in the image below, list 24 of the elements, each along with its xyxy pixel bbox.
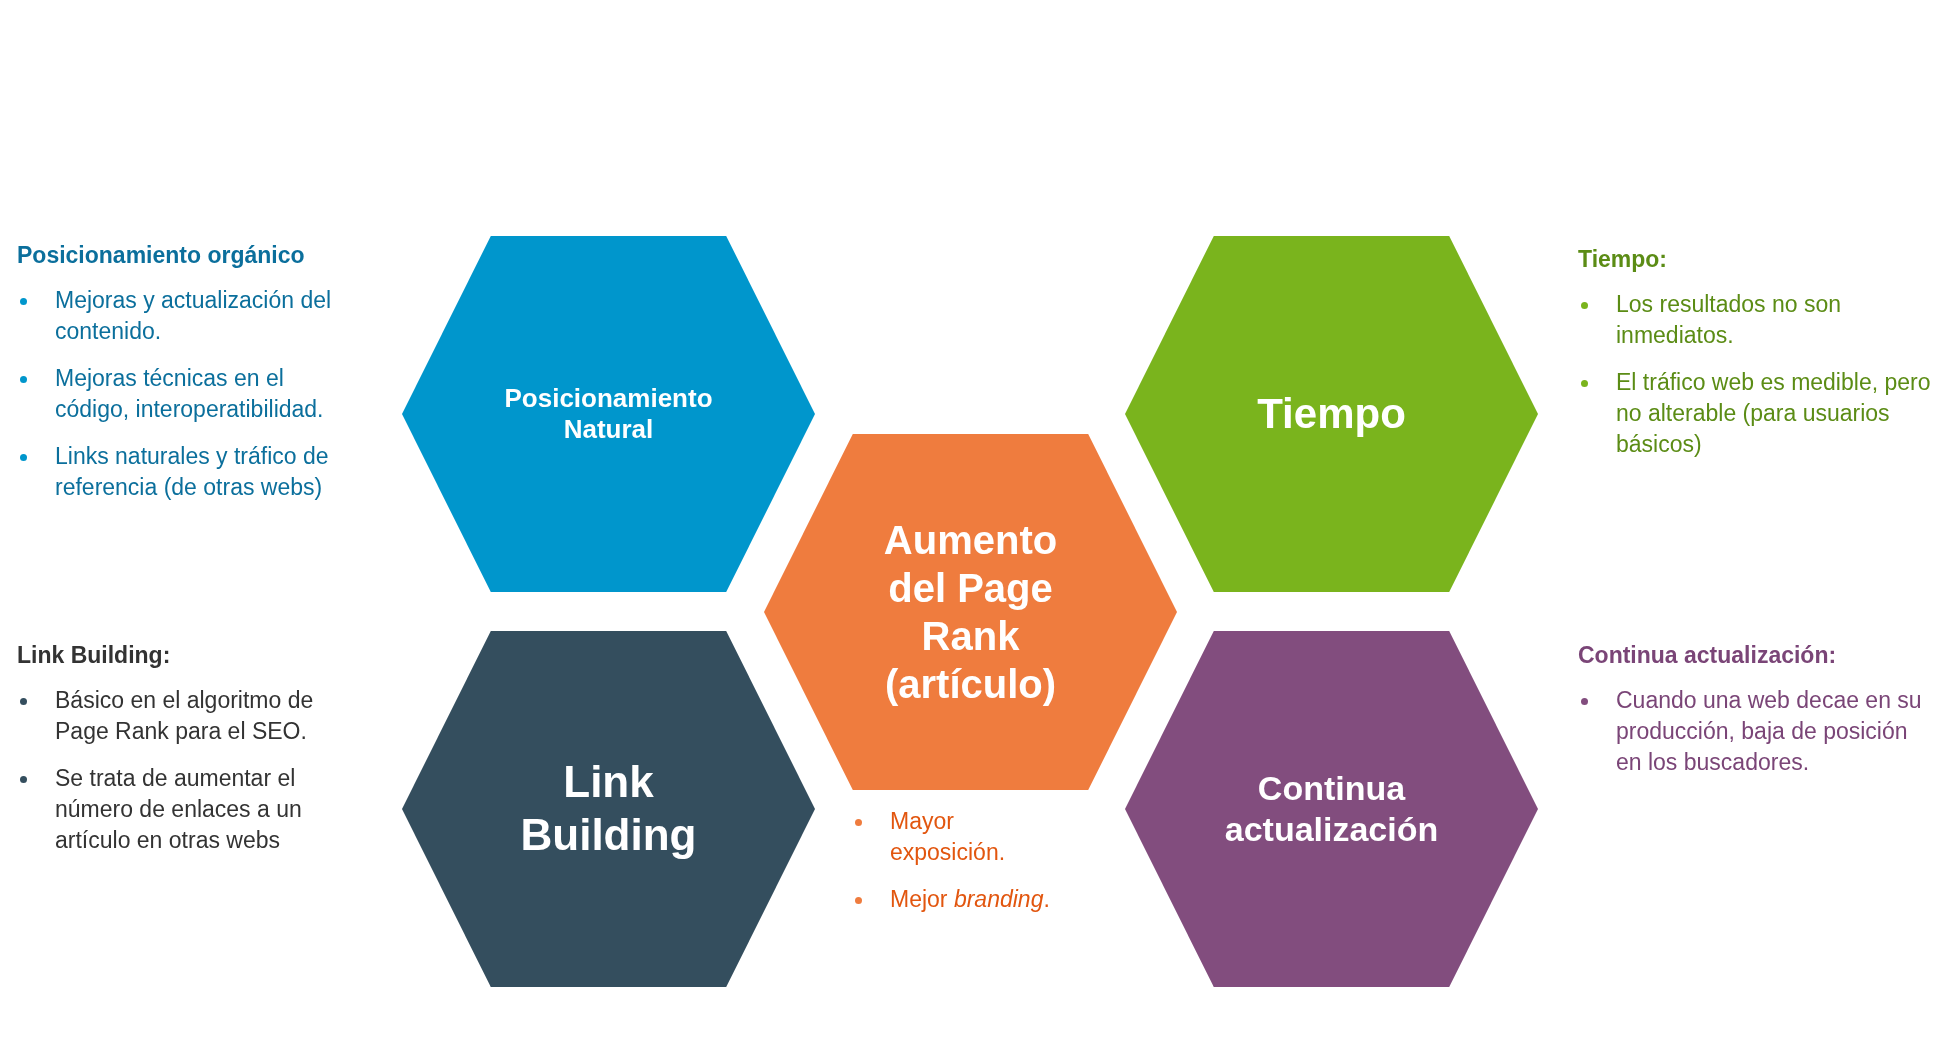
bullet-text: Los resultados no son inmediatos. — [1616, 290, 1843, 350]
hexagon-label: Tiempo — [1256, 388, 1407, 439]
bullet-text: Mejoras y actualización del contenido. — [55, 286, 333, 346]
bullet-text: Links naturales y tráfico de referencia (de otras webs) — [55, 442, 330, 502]
hexagon-label: Link Building — [519, 756, 698, 861]
hexagon-label: Aumento del Page Rank (artículo) — [882, 517, 1059, 708]
section-heading: Posicionamiento orgánico — [17, 242, 306, 269]
bullet-text: Cuando una web decae en su producción, baja de posición en los buscadores. — [1616, 686, 1923, 777]
section-heading: Continua actualización: — [1578, 642, 1838, 669]
hexagon — [764, 434, 1177, 790]
bullet-text: Se trata de aumentar el número de enlaces a un artículo en otras webs — [55, 764, 303, 855]
section-heading: Tiempo: — [1578, 246, 1669, 273]
hexagon — [1125, 631, 1538, 987]
bullet-text: Básico en el algoritmo de Page Rank para el SEO. — [55, 686, 315, 746]
hexagon — [402, 236, 815, 592]
bullet-text: Mayor exposición. — [890, 807, 1007, 867]
hexagon-label: Continua actualización — [1223, 768, 1440, 850]
hexagon-label: Posicionamiento Natural — [503, 382, 714, 446]
section-heading: Link Building: — [17, 642, 172, 669]
bullet-text: Mejoras técnicas en el código, interoperatibilidad. — [55, 364, 325, 424]
bullet-text: El tráfico web es medible, pero no alterable (para usuarios básicos) — [1616, 368, 1932, 459]
hexagon — [402, 631, 815, 987]
bullet-text: Mejor branding. — [890, 885, 1051, 914]
hexagon — [1125, 236, 1538, 592]
